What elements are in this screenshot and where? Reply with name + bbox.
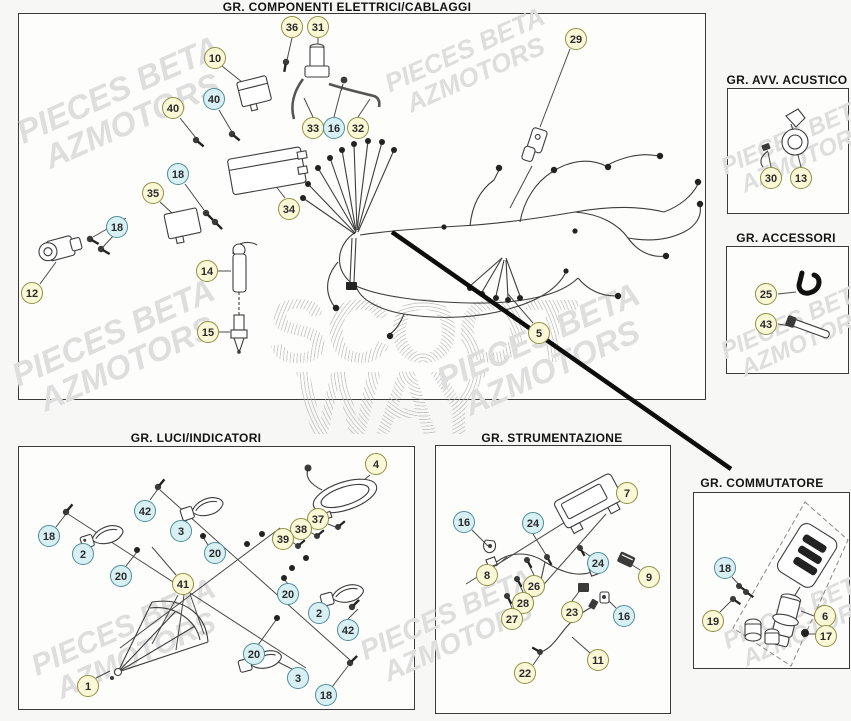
callout-commutatore-6-2: 6 (814, 605, 836, 627)
callout-main-40-5: 40 (203, 88, 225, 110)
callout-luci-18-5: 18 (38, 525, 60, 547)
callout-strumentazione-9-5: 9 (638, 566, 660, 588)
panel-luci-indicatori (18, 446, 415, 710)
callout-main-29-3: 29 (565, 28, 587, 50)
callout-luci-4-0: 4 (365, 453, 387, 475)
title-strumentazione: GR. STRUMENTAZIONE (481, 431, 623, 445)
callout-acustico-13-1: 13 (790, 167, 812, 189)
callout-luci-41-10: 41 (172, 573, 194, 595)
title-luci-indicatori: GR. LUCI/INDICATORI (130, 431, 262, 445)
panel-accessori (726, 246, 849, 374)
callout-luci-3-15: 3 (287, 667, 309, 689)
callout-main-33-6: 33 (302, 117, 324, 139)
callout-commutatore-17-3: 17 (815, 625, 837, 647)
callout-main-36-0: 36 (281, 16, 303, 38)
callout-strumentazione-11-11: 11 (587, 649, 609, 671)
callout-main-18-9: 18 (167, 163, 189, 185)
panel-componenti-elettrici (18, 13, 706, 400)
callout-main-32-8: 32 (347, 117, 369, 139)
callout-strumentazione-22-12: 22 (514, 662, 536, 684)
callout-luci-20-11: 20 (277, 583, 299, 605)
callout-strumentazione-7-0: 7 (616, 482, 638, 504)
callout-accessori-25-0: 25 (755, 283, 777, 305)
callout-luci-39-6: 39 (272, 528, 294, 550)
callout-main-5-16: 5 (528, 322, 550, 344)
callout-luci-20-14: 20 (243, 643, 265, 665)
callout-acustico-30-0: 30 (760, 167, 782, 189)
title-commutatore: GR. COMMUTATORE (700, 476, 824, 490)
callout-main-10-2: 10 (204, 47, 226, 69)
callout-accessori-43-1: 43 (755, 313, 777, 335)
callout-main-18-12: 18 (106, 216, 128, 238)
callout-strumentazione-16-1: 16 (453, 511, 475, 533)
callout-main-16-7: 16 (323, 117, 345, 139)
callout-commutatore-18-0: 18 (714, 557, 736, 579)
title-componenti-elettrici: GR. COMPONENTI ELETTRICI/CABLAGGI (222, 0, 472, 14)
callout-main-31-1: 31 (307, 16, 329, 38)
callout-main-35-10: 35 (142, 182, 164, 204)
callout-main-12-14: 12 (21, 282, 43, 304)
callout-luci-20-7: 20 (204, 542, 226, 564)
callout-luci-20-9: 20 (110, 565, 132, 587)
callout-luci-2-12: 2 (308, 602, 330, 624)
callout-luci-2-8: 2 (72, 543, 94, 565)
callout-main-15-15: 15 (197, 321, 219, 343)
callout-strumentazione-24-2: 24 (522, 512, 544, 534)
callout-luci-42-1: 42 (134, 500, 156, 522)
callout-strumentazione-8-4: 8 (476, 564, 498, 586)
callout-commutatore-19-1: 19 (702, 610, 724, 632)
callout-strumentazione-16-9: 16 (613, 605, 635, 627)
title-accessori: GR. ACCESSORI (736, 231, 836, 245)
callout-luci-3-4: 3 (170, 520, 192, 542)
callout-luci-18-17: 18 (315, 684, 337, 706)
callout-main-14-13: 14 (196, 260, 218, 282)
panel-avv-acustico (727, 88, 849, 214)
callout-main-40-4: 40 (162, 97, 184, 119)
callout-strumentazione-27-10: 27 (501, 608, 523, 630)
callout-main-34-11: 34 (278, 198, 300, 220)
callout-strumentazione-23-8: 23 (561, 601, 583, 623)
callout-luci-1-16: 1 (77, 675, 99, 697)
callout-strumentazione-24-3: 24 (587, 552, 609, 574)
title-avv-acustico: GR. AVV. ACUSTICO (726, 73, 848, 87)
callout-luci-42-13: 42 (337, 619, 359, 641)
